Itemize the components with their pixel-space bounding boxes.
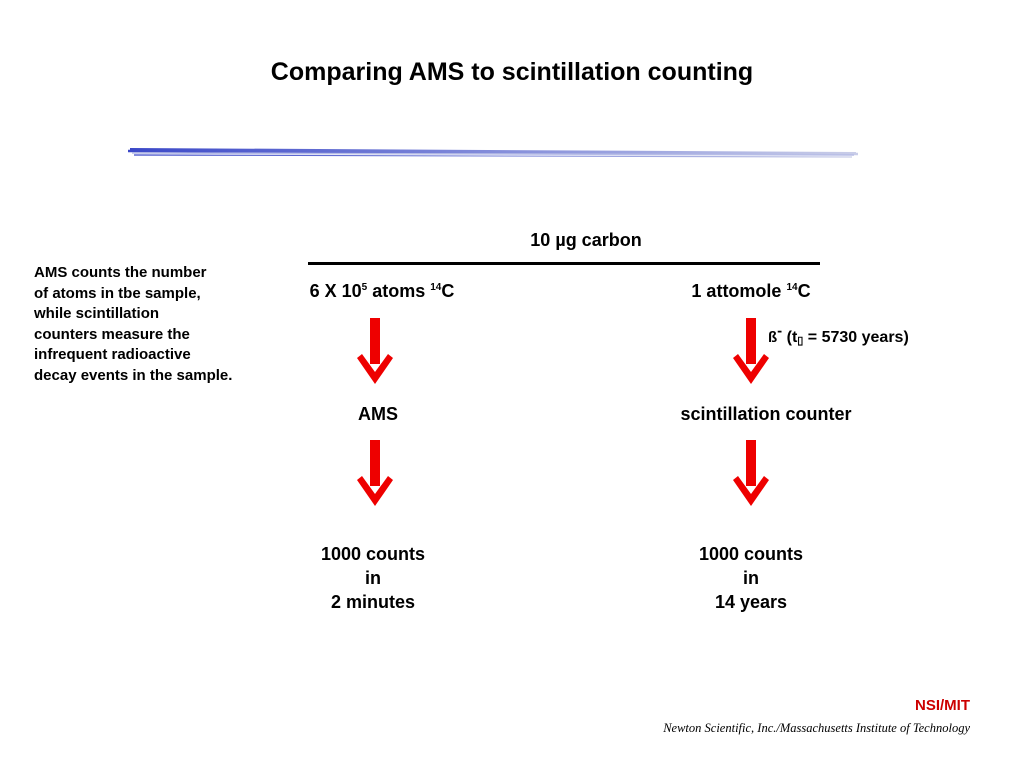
result-line: in: [743, 568, 759, 588]
note-line: decay events in the sample.: [34, 366, 233, 384]
explanation-note: AMS counts the number of atoms in tbe sa…: [34, 263, 274, 386]
decorative-line-band: [128, 148, 859, 158]
split-line: [308, 262, 820, 265]
half-life-value: = 5730 years): [803, 329, 909, 346]
slide-title: Comparing AMS to scintillation counting: [270, 58, 754, 86]
right-quantity: 1 attomole 14C: [691, 281, 811, 301]
result-line: 1000 counts: [698, 544, 804, 564]
ams-method-label: AMS: [358, 404, 398, 424]
result-line: 2 minutes: [330, 592, 416, 612]
beta-symbol: ß: [768, 329, 778, 346]
note-line: counters measure the: [34, 325, 190, 343]
down-arrow-icon: [733, 440, 769, 506]
result-line: 1000 counts: [320, 544, 426, 564]
beta-charge: -: [777, 322, 783, 340]
left-quantity: 6 X 105 atoms 14C: [309, 281, 455, 301]
result-line: 14 years: [714, 592, 788, 612]
left-result: 1000 counts in 2 minutes: [293, 542, 453, 614]
footer-org: NSI/MIT: [915, 697, 970, 714]
result-line: in: [365, 568, 381, 588]
scintillation-method-label: scintillation counter: [680, 404, 852, 424]
note-line: of atoms in tbe sample,: [34, 284, 201, 302]
half-life-subscript-glyph: ▯: [797, 335, 804, 347]
sample-label: 10 µg carbon: [530, 230, 642, 250]
down-arrow-icon: [357, 440, 393, 506]
note-line: AMS counts the number: [34, 264, 207, 281]
right-result: 1000 counts in 14 years: [671, 542, 831, 614]
footer-subtitle: Newton Scientific, Inc./Massachusetts In…: [663, 721, 970, 735]
down-arrow-icon: [733, 318, 769, 384]
down-arrow-icon: [357, 318, 393, 384]
decay-annotation: ß- (t▯ = 5730 years): [768, 324, 909, 347]
note-line: infrequent radioactive: [34, 346, 191, 363]
note-line: while scintillation: [34, 305, 160, 322]
half-life-open: (t: [786, 329, 798, 346]
